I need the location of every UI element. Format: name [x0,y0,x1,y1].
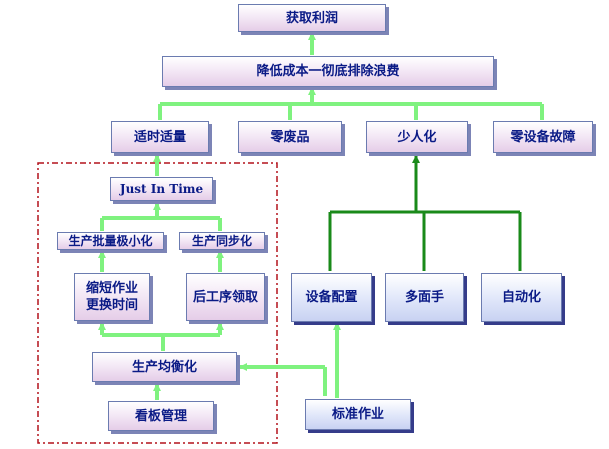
node-jit: Just In Time [110,177,213,201]
node-automation: 自动化 [481,273,562,322]
node-downstream-pull: 后工序领取 [186,273,265,321]
node-small-batch: 生产批量极小化 [57,232,164,250]
node-cost-reduction: 降低成本一彻底排除浪费 [162,56,494,87]
node-equipment-layout: 设备配置 [291,273,372,322]
jit-subsystem-boundary [37,162,278,444]
node-right-time-qty: 适时适量 [111,121,209,153]
node-zero-defect: 零废品 [238,121,342,153]
node-shorten-setup: 缩短作业 更换时间 [74,273,150,321]
node-zero-breakdown: 零设备故障 [493,121,593,153]
node-fewer-people: 少人化 [366,121,468,153]
node-leveling: 生产均衡化 [92,352,237,382]
node-sync-production: 生产同步化 [179,232,265,250]
node-kanban: 看板管理 [108,401,214,431]
node-multi-skill: 多面手 [385,273,464,322]
node-profit: 获取利润 [238,4,386,32]
node-standard-work: 标准作业 [305,399,411,430]
